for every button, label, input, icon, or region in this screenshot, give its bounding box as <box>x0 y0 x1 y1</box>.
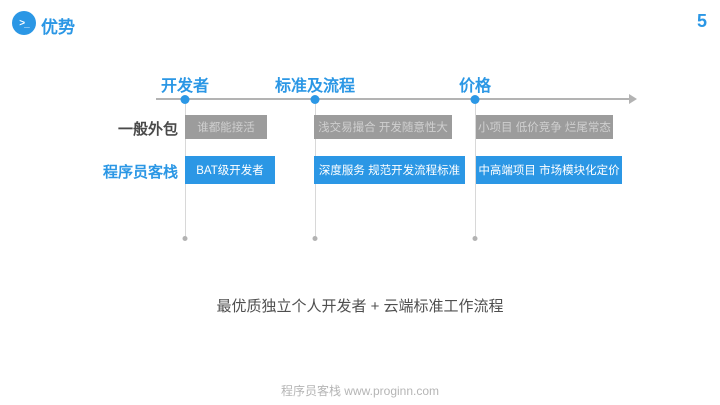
terminal-prompt-logo-icon: >_ <box>12 11 36 35</box>
page-number: 5 <box>696 11 707 31</box>
row-label-proginn: 程序员客栈 <box>102 164 178 181</box>
footer-watermark: 程序员客栈 www.proginn.com <box>280 384 440 398</box>
cell-proginn-standards: 深度服务 规范开发流程标准 <box>314 156 465 184</box>
cell-proginn-developers: BAT级开发者 <box>185 156 275 184</box>
axis-dot <box>470 95 480 104</box>
axis-dot <box>310 95 320 104</box>
cell-proginn-price: 中高端项目 市场模块化定价 <box>476 156 622 184</box>
divider-end-dot <box>312 236 318 241</box>
column-header-developers: 开发者 <box>160 78 210 95</box>
divider-end-dot <box>472 236 478 241</box>
axis-dot <box>180 95 190 104</box>
summary-tagline: 最优质独立个人开发者 + 云端标准工作流程 <box>216 298 504 315</box>
cell-general-price: 小项目 低价竞争 烂尾常态 <box>476 115 613 139</box>
column-divider-line <box>474 104 476 236</box>
cell-general-developers: 谁都能接活 <box>185 115 267 139</box>
cell-general-standards: 浅交易撮合 开发随意性大 <box>314 115 452 139</box>
column-header-standards: 标准及流程 <box>274 78 356 95</box>
timeline-axis-line <box>156 98 630 100</box>
row-label-general-outsourcing: 一般外包 <box>117 121 178 138</box>
slide-title: 优势 <box>41 18 75 37</box>
divider-end-dot <box>182 236 188 241</box>
timeline-arrow-icon <box>629 94 637 104</box>
column-header-price: 价格 <box>458 78 492 95</box>
